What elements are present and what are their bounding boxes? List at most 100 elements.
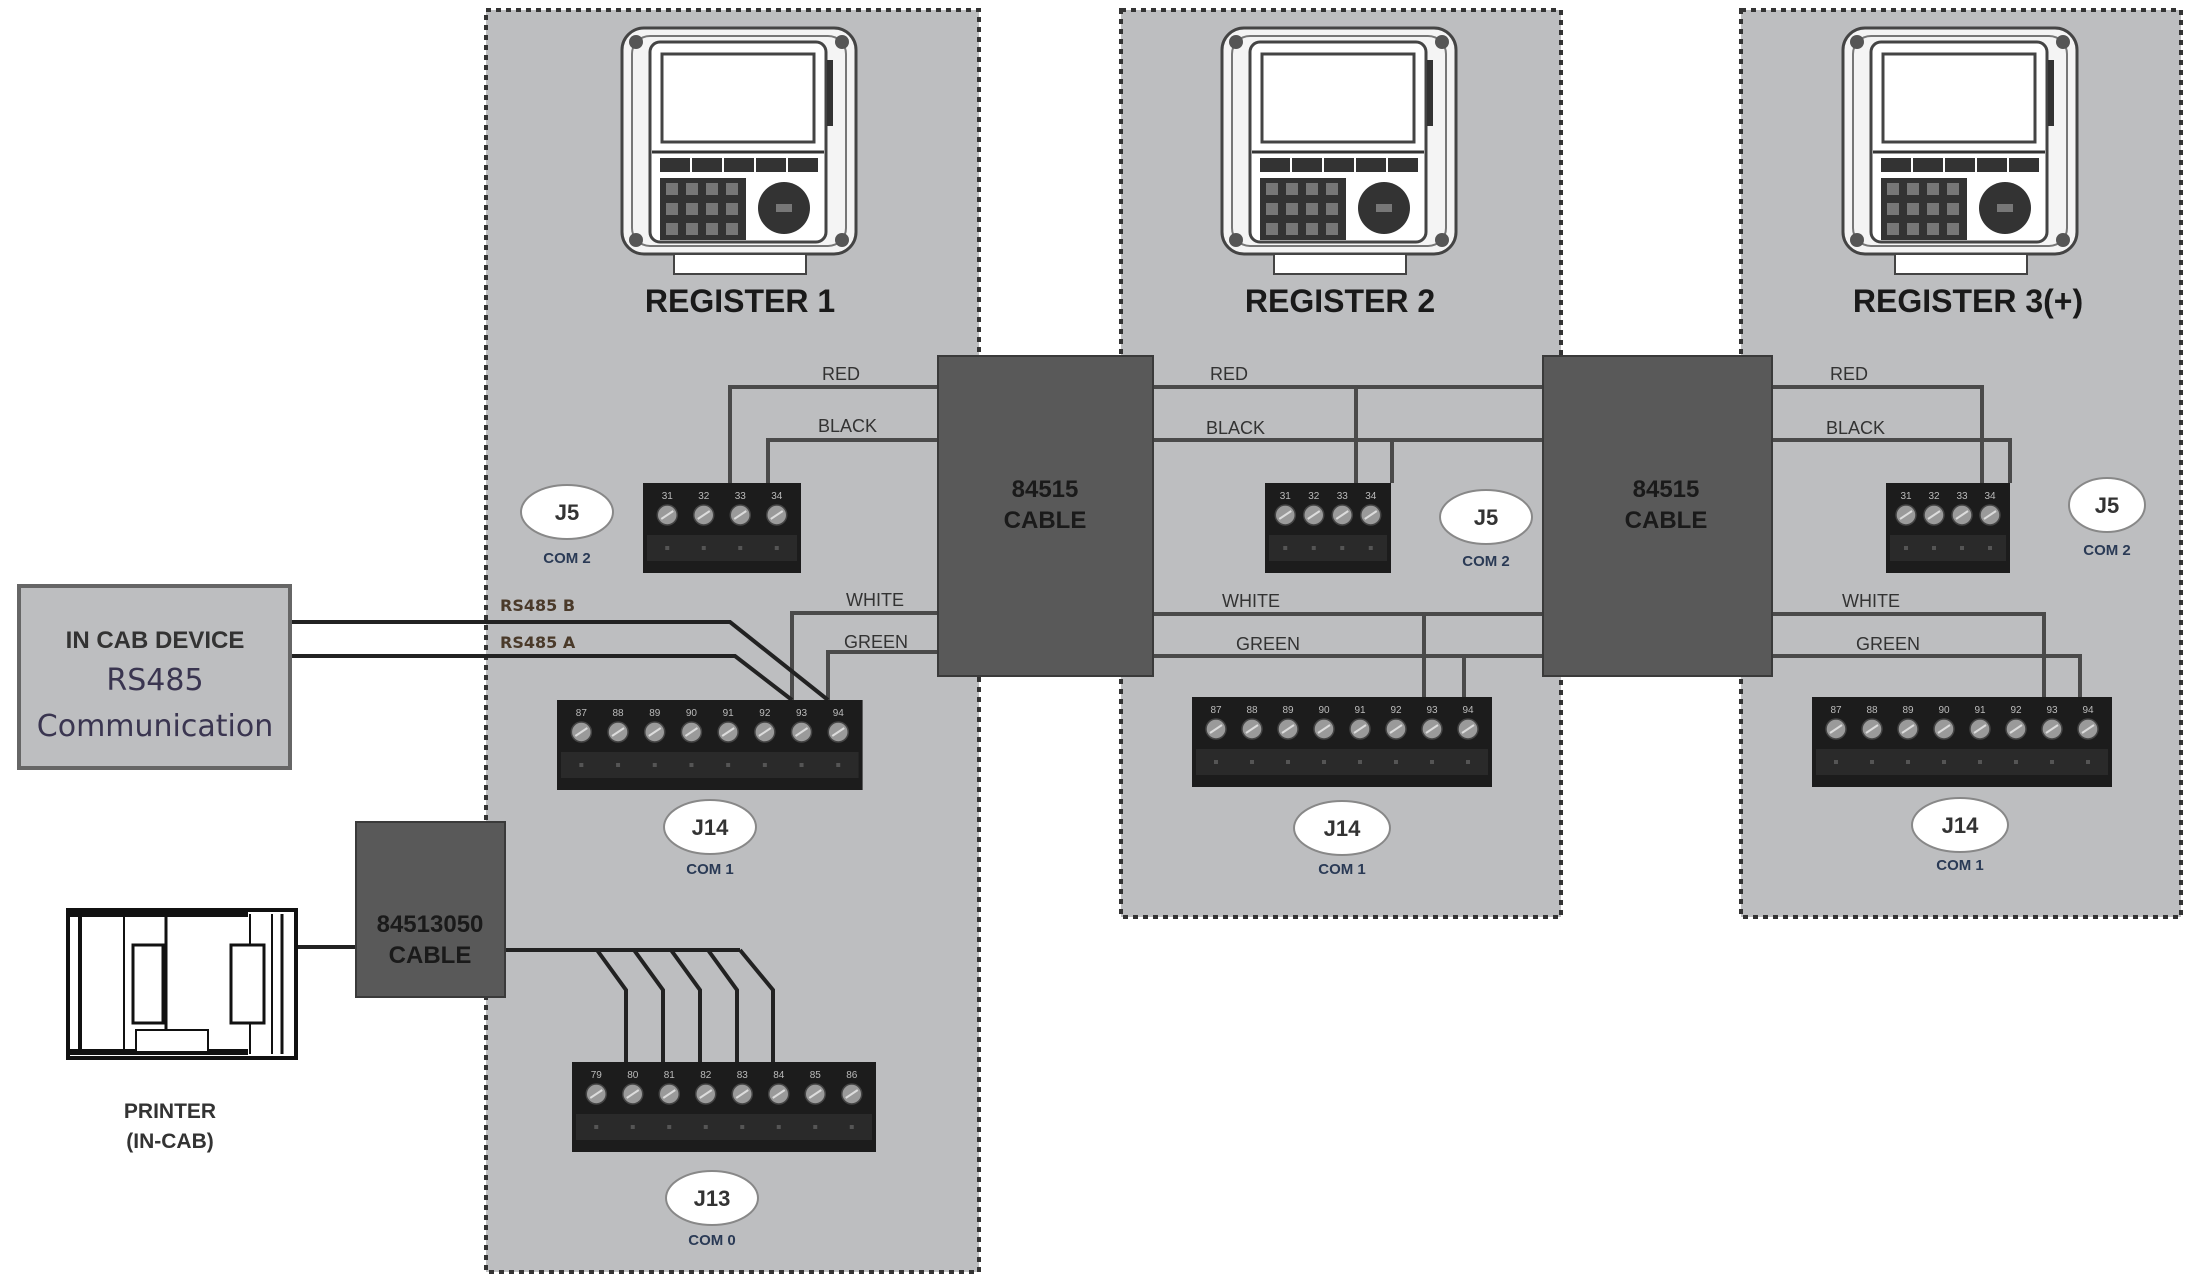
terminal-number: 34 [771, 491, 783, 502]
register-1-green-wire [826, 650, 938, 700]
terminal-number: 93 [1426, 705, 1438, 716]
terminal-socket [1311, 546, 1316, 550]
terminal-socket [836, 763, 841, 767]
terminal-socket [1960, 546, 1964, 550]
terminal-socket [2050, 760, 2054, 764]
terminal-number: 92 [2010, 705, 2022, 716]
screw-slot [699, 1089, 713, 1099]
terminal-number: 93 [796, 708, 808, 719]
register-1-black-label: BLACK [818, 416, 877, 436]
register-3-j5-badge: J5 COM 2 [2068, 477, 2146, 559]
register-3-green-wire [1772, 654, 2082, 700]
screw-slot [1955, 510, 1969, 520]
terminal-number: 94 [1462, 705, 1474, 716]
register-1-j5-terminal-block: 31 32 33 34 [643, 483, 801, 573]
register-2-j5-badge: J5 COM 2 [1439, 489, 1533, 570]
printer-label-line1: PRINTER [124, 1100, 216, 1123]
terminal-socket [701, 546, 706, 550]
cable-1-line2: CABLE [1004, 507, 1087, 534]
terminal-number: 90 [1938, 705, 1950, 716]
printer-label-line2: (IN-CAB) [126, 1130, 213, 1153]
terminal-socket [1286, 760, 1290, 764]
register-1-j5-com: COM 2 [543, 550, 591, 567]
terminal-number: 82 [700, 1070, 712, 1081]
screw-slot [1278, 510, 1292, 520]
terminal-number: 90 [686, 708, 698, 719]
terminal-block-plug [647, 535, 797, 561]
screw-slot [1937, 724, 1951, 734]
terminal-socket [1870, 760, 1874, 764]
terminal-number: 84 [773, 1070, 785, 1081]
terminal-number: 33 [735, 491, 747, 502]
screw-slot [574, 727, 588, 737]
terminal-socket [630, 1125, 635, 1129]
terminal-socket [652, 763, 657, 767]
terminal-number: 87 [576, 708, 588, 719]
terminal-number: 31 [1280, 491, 1292, 502]
screw-slot [1307, 510, 1321, 520]
screw-slot [845, 1089, 859, 1099]
register-3-device-icon [1841, 26, 2079, 276]
register-1-white-label: WHITE [846, 590, 904, 610]
screw-slot [772, 1089, 786, 1099]
terminal-number: 83 [737, 1070, 749, 1081]
terminal-block-plug [1816, 749, 2108, 775]
cable-84515-2 [1542, 355, 1773, 677]
terminal-number: 92 [759, 708, 771, 719]
register-2-j5-com: COM 2 [1462, 553, 1510, 570]
screw-slot [831, 727, 845, 737]
terminal-socket [2014, 760, 2018, 764]
terminal-number: 93 [2046, 705, 2058, 716]
register-3-green-label: GREEN [1856, 634, 1920, 654]
terminal-number: 91 [1974, 705, 1986, 716]
register-1-title: REGISTER 1 [645, 283, 835, 319]
terminal-socket [726, 763, 731, 767]
screw-slot [1461, 724, 1475, 734]
terminal-number: 34 [1984, 491, 1996, 502]
terminal-number: 89 [1282, 705, 1294, 716]
terminal-number: 92 [1390, 705, 1402, 716]
register-1-j14-label: J14 [692, 815, 729, 840]
register-3-white-wire [1772, 612, 2046, 700]
terminal-number: 32 [1308, 491, 1320, 502]
screw-slot [697, 510, 711, 520]
terminal-number: 85 [810, 1070, 822, 1081]
register-1-black-wire [766, 438, 938, 483]
screw-slot [1901, 724, 1915, 734]
terminal-socket [1978, 760, 1982, 764]
screw-slot [662, 1089, 676, 1099]
terminal-socket [1932, 546, 1936, 550]
terminal-block-plug [561, 752, 859, 778]
terminal-socket [762, 763, 767, 767]
terminal-socket [776, 1125, 781, 1129]
screw-slot [626, 1089, 640, 1099]
j13-wire-fan [595, 948, 775, 1065]
terminal-number: 91 [723, 708, 735, 719]
register-1-red-label: RED [822, 364, 860, 384]
terminal-number: 33 [1337, 491, 1349, 502]
register-2-j14-label: J14 [1324, 816, 1361, 841]
register-2-j5-label: J5 [1474, 505, 1498, 530]
screw-slot [660, 510, 674, 520]
terminal-number: 89 [649, 708, 661, 719]
terminal-number: 88 [612, 708, 624, 719]
in-cab-device-subtitle: Communication [37, 709, 273, 744]
rs485-b-label: RS485 B [500, 596, 575, 615]
screw-slot [1317, 724, 1331, 734]
screw-slot [611, 727, 625, 737]
screw-slot [589, 1089, 603, 1099]
register-1-j14-com: COM 1 [686, 861, 734, 878]
register-3-j5-com: COM 2 [2083, 542, 2131, 559]
terminal-socket [1368, 546, 1373, 550]
terminal-number: 32 [698, 491, 710, 502]
screw-slot [1353, 724, 1367, 734]
terminal-socket [1283, 546, 1288, 550]
terminal-number: 31 [662, 491, 674, 502]
screw-slot [1425, 724, 1439, 734]
terminal-socket [1250, 760, 1254, 764]
terminal-socket [1904, 546, 1908, 550]
